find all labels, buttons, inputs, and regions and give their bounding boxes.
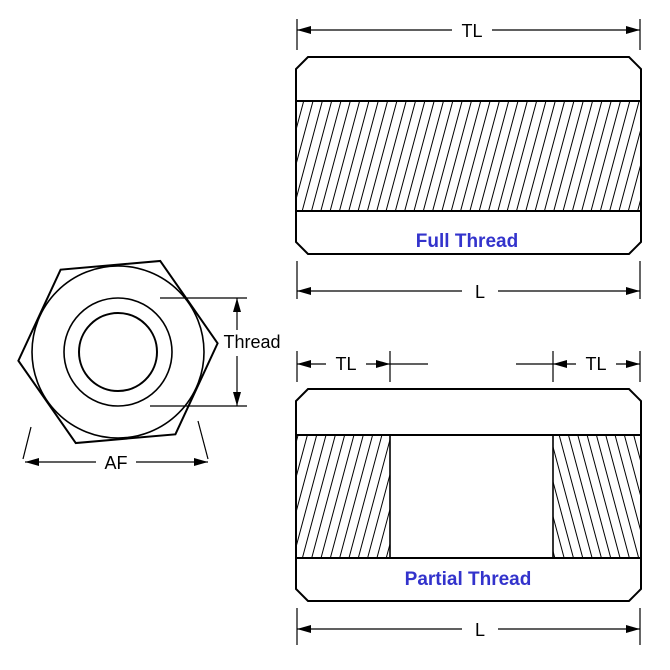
partial-thread-body-outline (295, 388, 642, 602)
partial-thread-hatch-left (297, 436, 390, 557)
partial-thread-caption: Partial Thread (405, 569, 532, 590)
full-thread-hatch (297, 102, 640, 210)
af-extension-left (22, 426, 32, 460)
partial-tl-right-dim-label: TL (585, 354, 606, 374)
partial-thread-view: TL TL Partial Thread L (295, 351, 642, 645)
af-dim-label: AF (104, 453, 127, 473)
partial-tl-left-dim-label: TL (335, 354, 356, 374)
bore-circle (78, 312, 158, 392)
hex-end-view: Thread AF (17, 259, 281, 473)
full-thread-body-outline (295, 56, 642, 255)
thread-dim-label: Thread (223, 332, 280, 352)
full-tl-dim-label: TL (461, 21, 482, 41)
full-thread-caption: Full Thread (416, 231, 518, 252)
af-extension-right (197, 420, 209, 460)
partial-thread-hatch-right (553, 436, 640, 557)
thread-major-circle (63, 297, 173, 407)
full-thread-view: TL Full Thread L (295, 19, 642, 302)
full-l-dim-label: L (475, 282, 485, 302)
chamfer-circle (31, 265, 205, 439)
hex-outline (17, 259, 219, 445)
partial-l-dim-label: L (475, 620, 485, 640)
